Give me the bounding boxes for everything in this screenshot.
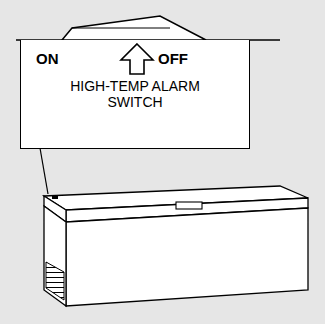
switch-caption: HIGH-TEMP ALARM SWITCH [21,78,249,110]
rocker-edge [72,28,170,29]
lid-handle [176,202,202,209]
rocker-switch [62,16,206,40]
up-arrow-symbol [117,42,157,76]
cabinet-front [66,208,308,306]
leader-line [40,148,48,194]
alarm-switch-mark [52,196,58,199]
cabinet-side [44,206,66,306]
switch-position-label: ON [36,50,59,67]
switch-position-label: OFF [158,50,188,67]
vent-grille [46,262,64,300]
